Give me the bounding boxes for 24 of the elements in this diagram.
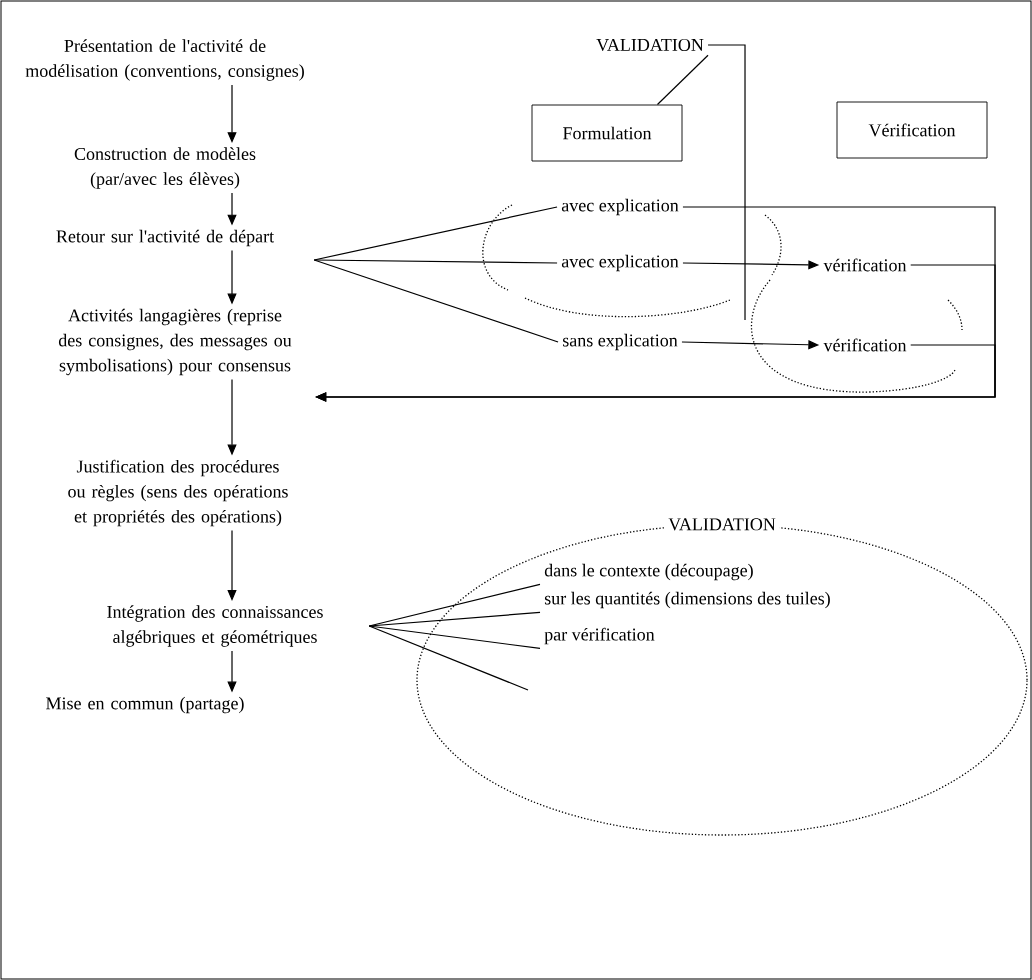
text-label: sans explication (563, 333, 678, 351)
text-label: vérification (823, 258, 907, 272)
text-label: avec explication (561, 254, 679, 272)
heading-box: Formulation (531, 104, 683, 162)
text-label: dans le contexte (découpage) (544, 563, 753, 581)
text-label: sur les quantités (dimensions des tuiles) (544, 591, 830, 609)
step-text: Justification des procédures ou règles (sens des opérations et propriétés des opérations) (68, 459, 288, 527)
text-label: VALIDATION (596, 38, 704, 52)
step-text: Présentation de l'activité de modélisation (conventions, consignes) (25, 39, 304, 81)
text-label: par vérification (544, 627, 655, 645)
step-text: Construction de modèles (par/avec les élèves) (74, 147, 256, 189)
connector-line (656, 54, 709, 106)
step-text: Mise en commun (partage) (46, 696, 244, 714)
step-text: Activités langagières (reprise des consignes, des messages ou symbolisations) pour consensus (58, 308, 292, 376)
step-text: Retour sur l'activité de départ (56, 229, 274, 247)
heading-box: Vérification (836, 101, 988, 159)
connector-line (313, 259, 558, 264)
connector-line (707, 44, 746, 321)
connector-line (368, 625, 529, 691)
step-text: Intégration des connaissances algébriques et géométriques (107, 605, 323, 647)
connector-line (368, 611, 541, 627)
text-label: avec explication (561, 198, 679, 216)
connector-line (313, 259, 559, 343)
text-label: vérification (823, 338, 907, 352)
